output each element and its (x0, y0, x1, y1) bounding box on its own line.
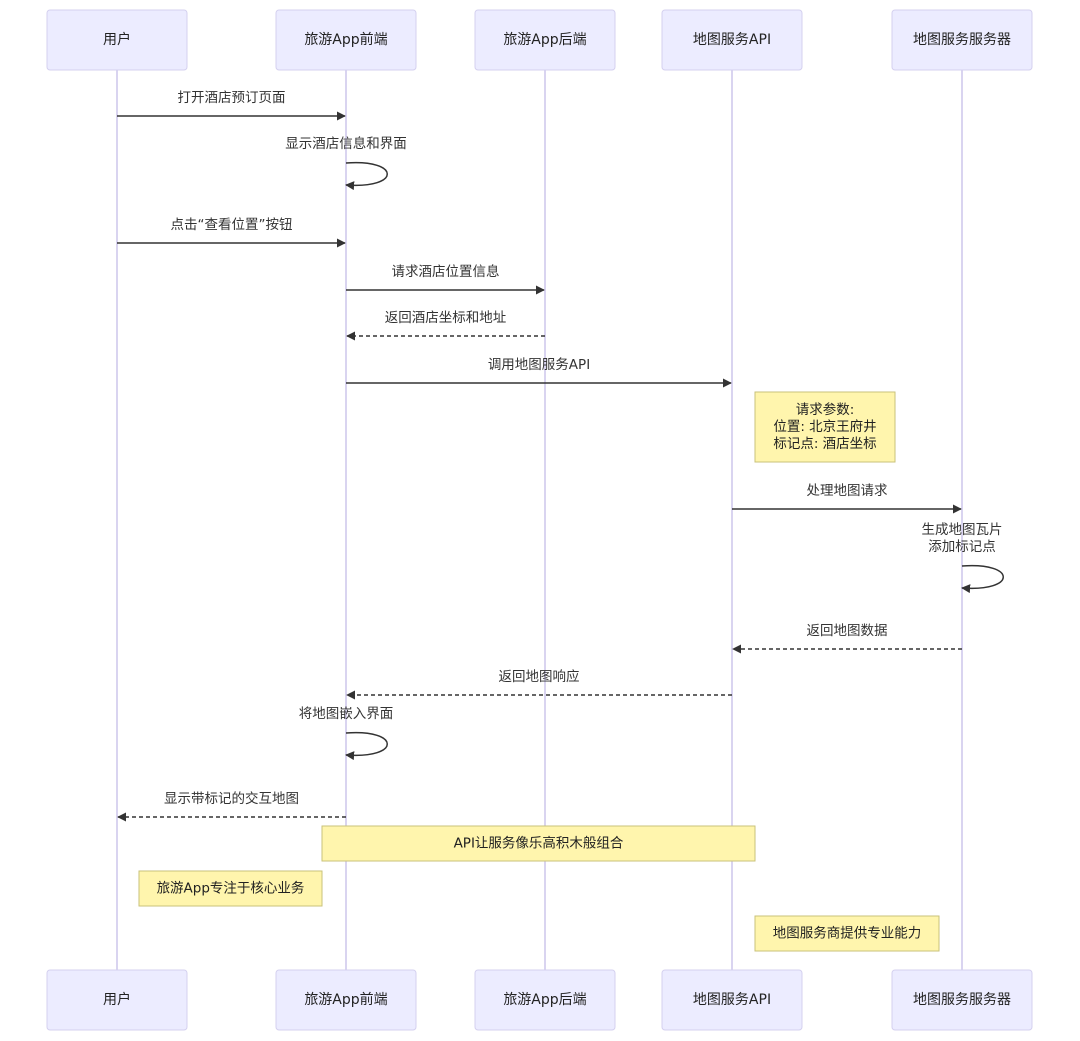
participant-frontend-bottom: 旅游App前端 (275, 969, 417, 1031)
participant-mapapi-bottom: 地图服务API (661, 969, 803, 1031)
participant-label: 用户 (103, 991, 131, 1008)
message-7: 处理地图请求 (732, 483, 962, 514)
note-box (138, 870, 323, 907)
note-text: 地图服务商提供专业能力 (773, 926, 922, 942)
message-6: 调用地图服务API (346, 357, 732, 388)
message-label: 添加标记点 (928, 539, 996, 555)
participant-frontend-top: 旅游App前端 (275, 9, 417, 71)
note-2: API让服务像乐高积木般组合 (321, 825, 756, 862)
message-label: 调用地图服务API (488, 357, 590, 373)
message-3: 点击“查看位置”按钮 (117, 217, 346, 248)
note-text: 位置: 北京王府井 (773, 419, 876, 435)
message-label: 显示带标记的交互地图 (164, 790, 299, 807)
participant-mapserver-bottom: 地图服务服务器 (891, 969, 1033, 1031)
message-1: 打开酒店预订页面 (117, 89, 346, 121)
self-message-arrow (345, 731, 388, 761)
participant-label: 旅游App后端 (503, 32, 586, 48)
participant-label: 地图服务API (693, 992, 771, 1008)
participant-box (891, 969, 1033, 1031)
participant-backend-top: 旅游App后端 (474, 9, 616, 71)
note-box (754, 915, 940, 952)
participant-label: 地图服务服务器 (913, 992, 1011, 1008)
note-text: 旅游App专注于核心业务 (157, 881, 305, 897)
participant-label: 旅游App后端 (503, 992, 586, 1008)
participant-box (474, 9, 616, 71)
message-10: 返回地图响应 (346, 668, 732, 700)
participant-mapapi-top: 地图服务API (661, 9, 803, 71)
self-message-arrow (345, 161, 388, 191)
note-box (321, 825, 756, 862)
message-label: 返回酒店坐标和地址 (385, 310, 507, 326)
message-4: 请求酒店位置信息 (346, 263, 545, 295)
note-text: 请求参数: (796, 401, 855, 418)
participant-box (661, 969, 803, 1031)
note-text: API让服务像乐高积木般组合 (454, 835, 624, 852)
note-text: 标记点: 酒店坐标 (773, 436, 876, 452)
message-label: 生成地图瓦片 (922, 522, 1003, 538)
participant-mapserver-top: 地图服务服务器 (891, 9, 1033, 71)
message-label: 点击“查看位置”按钮 (171, 217, 293, 233)
participant-user-bottom: 用户 (46, 969, 188, 1031)
self-message-arrow (961, 564, 1004, 594)
message-9: 返回地图数据 (732, 623, 962, 654)
message-label: 打开酒店预订页面 (178, 89, 286, 106)
message-label: 返回地图数据 (807, 623, 888, 639)
message-2: 显示酒店信息和界面 (285, 135, 407, 191)
participant-label: 旅游App前端 (304, 991, 387, 1008)
message-11: 将地图嵌入界面 (299, 706, 394, 761)
participant-backend-bottom: 旅游App后端 (474, 969, 616, 1031)
message-label: 处理地图请求 (807, 483, 888, 499)
note-box (754, 391, 896, 463)
participant-label: 地图服务API (693, 32, 771, 48)
participant-box (46, 969, 188, 1031)
message-label: 显示酒店信息和界面 (285, 135, 407, 152)
note-4: 地图服务商提供专业能力 (754, 915, 940, 952)
participant-box (275, 9, 417, 71)
message-label: 请求酒店位置信息 (392, 263, 500, 280)
participant-box (46, 9, 188, 71)
participant-box (661, 9, 803, 71)
participant-label: 旅游App前端 (304, 31, 387, 48)
participant-box (474, 969, 616, 1031)
message-label: 将地图嵌入界面 (299, 706, 394, 722)
note-3: 旅游App专注于核心业务 (138, 870, 323, 907)
participant-box (275, 969, 417, 1031)
message-label: 返回地图响应 (499, 668, 580, 685)
participant-box (891, 9, 1033, 71)
message-5: 返回酒店坐标和地址 (346, 310, 545, 341)
participant-label: 地图服务服务器 (913, 32, 1011, 48)
message-12: 显示带标记的交互地图 (117, 790, 346, 822)
participant-label: 用户 (103, 31, 131, 48)
participant-user-top: 用户 (46, 9, 188, 71)
